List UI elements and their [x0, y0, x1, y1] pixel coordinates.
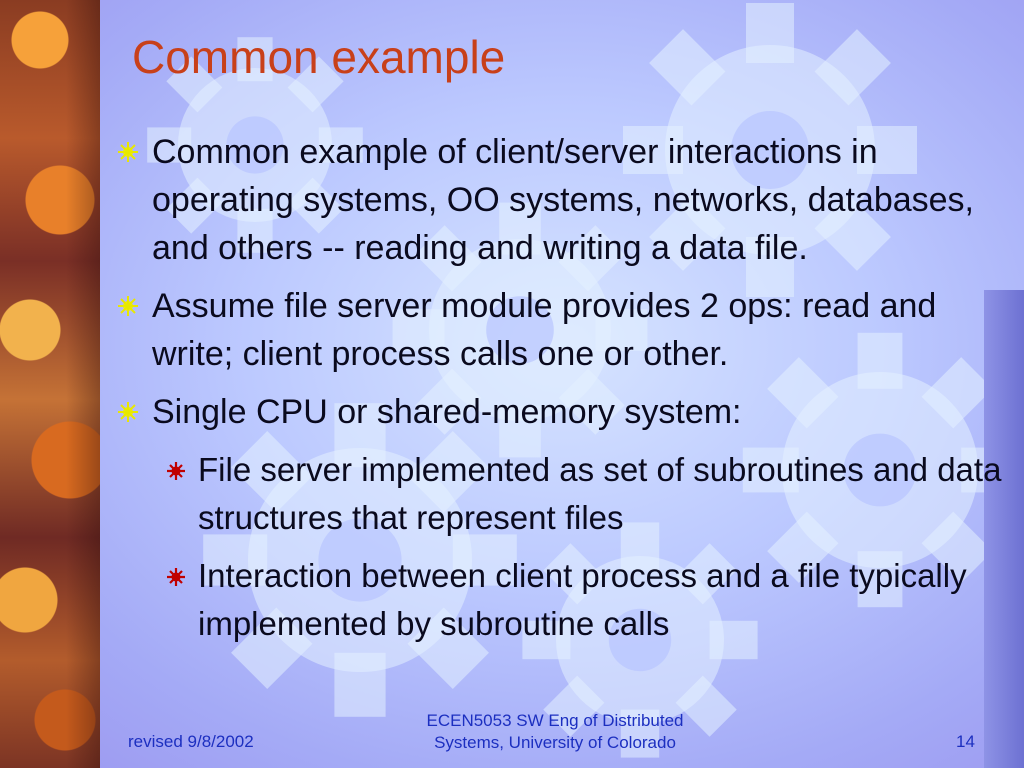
bullet-item: Common example of client/server interact… [112, 128, 1012, 272]
footer-course-line: ECEN5053 SW Eng of Distributed [426, 711, 684, 730]
sunburst-bullet-icon [118, 142, 138, 162]
footer-date: revised 9/8/2002 [128, 732, 254, 751]
page-number: 14 [956, 732, 975, 751]
bullet-text: Assume file server module provides 2 ops… [152, 287, 937, 373]
footer-course: ECEN5053 SW Eng of Distributed Systems, … [380, 710, 730, 754]
subbullet-item: Interaction between client process and a… [112, 552, 1012, 648]
sunburst-bullet-icon [118, 296, 138, 316]
slide-body: Common example of client/server interact… [112, 128, 1012, 658]
bullet-item: Single CPU or shared-memory system: [112, 388, 1012, 436]
star-bullet-icon [167, 568, 185, 586]
subbullet-text: Interaction between client process and a… [198, 557, 967, 642]
subbullet-item: File server implemented as set of subrou… [112, 446, 1012, 542]
decorative-right-band [984, 290, 1024, 768]
bullet-text: Common example of client/server interact… [152, 133, 974, 267]
bullet-text: Single CPU or shared-memory system: [152, 393, 742, 431]
bullet-item: Assume file server module provides 2 ops… [112, 282, 1012, 378]
footer-course-line: Systems, University of Colorado [434, 733, 676, 752]
subbullet-text: File server implemented as set of subrou… [198, 451, 1002, 536]
decorative-gear-strip [0, 0, 100, 768]
sunburst-bullet-icon [118, 402, 138, 422]
star-bullet-icon [167, 462, 185, 480]
slide-title: Common example [132, 31, 506, 83]
